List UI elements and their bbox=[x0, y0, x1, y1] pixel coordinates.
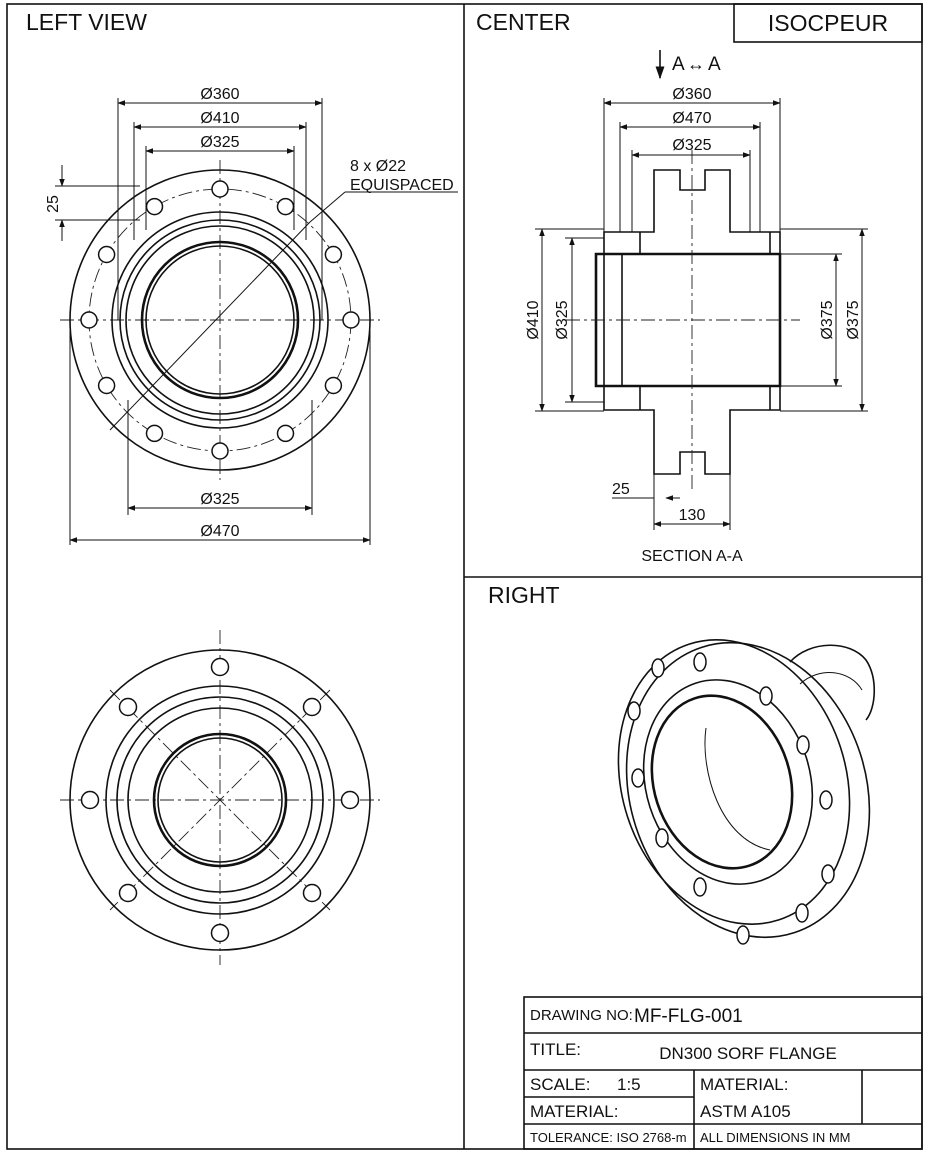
scale-label: SCALE: bbox=[530, 1075, 590, 1094]
dim-25-section: 25 bbox=[612, 481, 630, 498]
drawing-no-value: MF-FLG-001 bbox=[634, 1006, 743, 1027]
dim-d325-left-top: Ø325 bbox=[200, 134, 239, 151]
scale-value: 1:5 bbox=[617, 1075, 641, 1094]
title-block bbox=[523, 996, 923, 1150]
dim-d325-section-top: Ø325 bbox=[672, 137, 711, 154]
bolt-hole-pattern-top bbox=[80, 180, 360, 460]
left-view-heading: LEFT VIEW bbox=[26, 9, 147, 35]
section-marker-arrow: ↔ bbox=[687, 54, 705, 74]
left-view-bottom bbox=[60, 630, 380, 965]
title-value: DN300 SORF FLANGE bbox=[659, 1044, 837, 1063]
dim-d375-section-b: Ø375 bbox=[845, 300, 862, 339]
isometric-bolt-holes bbox=[627, 652, 835, 945]
dim-d325-left-bottom: Ø325 bbox=[200, 491, 239, 508]
dim-hole-note: EQUISPACED bbox=[350, 177, 454, 194]
dim-d470-left: Ø470 bbox=[200, 523, 239, 540]
isometric-flange bbox=[617, 639, 876, 945]
section-a-a bbox=[535, 50, 868, 530]
section-marker-right: A bbox=[708, 54, 721, 75]
bolt-hole-pattern-bottom bbox=[80, 657, 360, 943]
center-heading: CENTER bbox=[476, 9, 571, 35]
material-value: ASTM A105 bbox=[700, 1102, 791, 1121]
material-label-left: MATERIAL: bbox=[530, 1102, 618, 1121]
dim-d375-section-a: Ø375 bbox=[819, 300, 836, 339]
material-label-right: MATERIAL: bbox=[700, 1075, 788, 1094]
dim-d325-section-left: Ø325 bbox=[554, 300, 571, 339]
dim-offset-25: 25 bbox=[45, 195, 62, 213]
dim-130-section: 130 bbox=[679, 507, 706, 524]
dim-d360-left: Ø360 bbox=[200, 86, 239, 103]
dim-d360-section: Ø360 bbox=[672, 86, 711, 103]
drawing-no-label: DRAWING NO: bbox=[530, 1007, 633, 1024]
section-marker-left: A bbox=[672, 54, 685, 75]
section-caption: SECTION A-A bbox=[641, 548, 743, 565]
sheet-frame bbox=[6, 3, 923, 1150]
dim-d410-section: Ø410 bbox=[525, 300, 542, 339]
dim-d410-left: Ø410 bbox=[200, 110, 239, 127]
standard-label: ISOCPEUR bbox=[768, 10, 888, 36]
dim-hole-count: 8 x Ø22 bbox=[350, 158, 406, 175]
dim-d470-section: Ø470 bbox=[672, 110, 711, 127]
right-heading: RIGHT bbox=[488, 582, 560, 608]
units-note: ALL DIMENSIONS IN MM bbox=[700, 1130, 850, 1145]
title-label: TITLE: bbox=[530, 1040, 581, 1059]
left-view-top bbox=[55, 98, 458, 545]
tolerance-note: TOLERANCE: ISO 2768-m bbox=[530, 1130, 687, 1145]
